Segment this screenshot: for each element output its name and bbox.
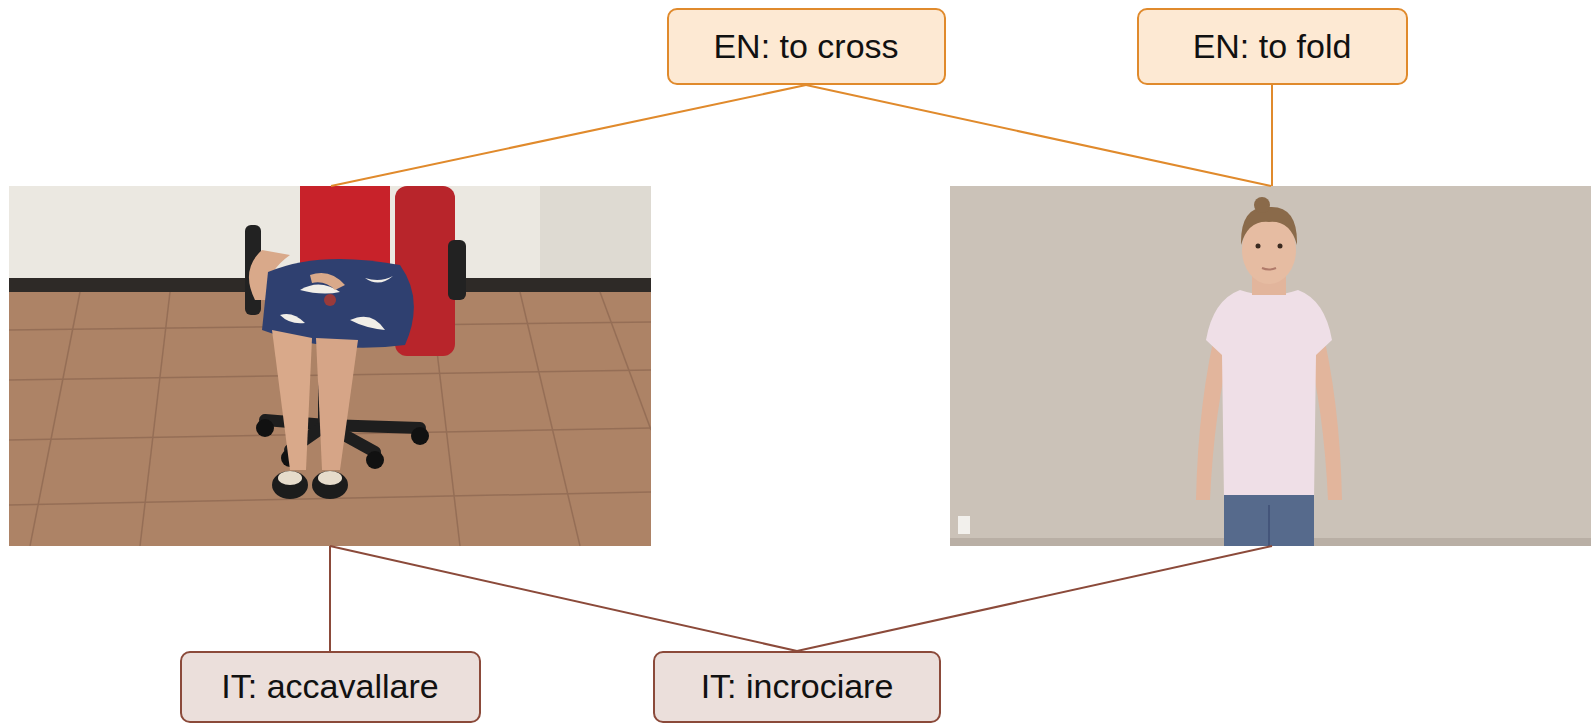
sitting-photo [9, 186, 651, 546]
leader-line [1271, 85, 1273, 186]
label-box: EN: to fold [1137, 8, 1408, 85]
leader-line [806, 85, 1271, 186]
label-text: EN: to fold [1193, 28, 1352, 65]
leader-line [331, 85, 806, 186]
label-box: EN: to cross [667, 8, 946, 85]
leader-line [330, 546, 797, 651]
label-text: IT: incrociare [701, 668, 894, 705]
label-text: EN: to cross [713, 28, 898, 65]
label-box: IT: accavallare [180, 651, 481, 723]
leader-line [797, 546, 1272, 651]
standing-photo [950, 186, 1591, 546]
leader-line [329, 546, 331, 651]
label-box: IT: incrociare [653, 651, 941, 723]
label-text: IT: accavallare [221, 668, 438, 705]
